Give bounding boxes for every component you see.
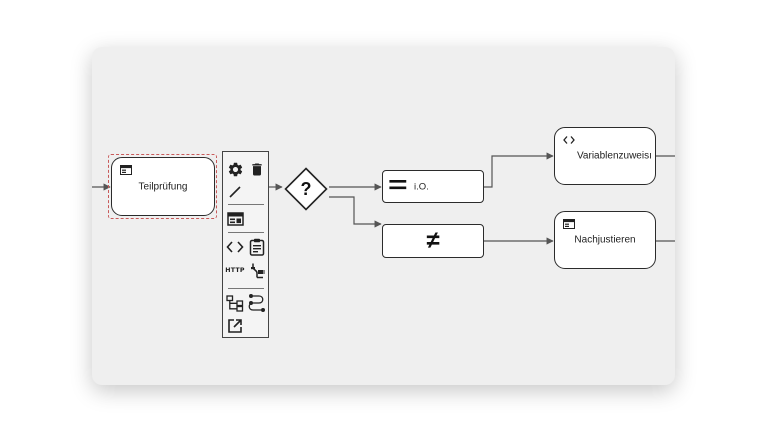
node-label: Variablenzuweisı [577,150,652,162]
trash-icon [252,163,262,175]
window-icon [563,219,575,229]
task-node-nachjustieren[interactable]: Nachjustieren [554,211,656,269]
condition-equal[interactable]: = i.O. [382,170,484,203]
pencil-icon [229,186,241,198]
toolbar-separator [228,232,264,233]
open-link-button[interactable] [225,316,245,336]
code-icon [563,136,575,144]
http-task-button[interactable]: HTTP [224,260,246,280]
window-icon [226,212,244,226]
not-equal-symbol: ≠ [426,227,440,254]
task-node-teilpruefung[interactable]: Teilprüfung [111,157,215,216]
subprocess-button[interactable] [225,293,245,313]
subprocess-icon [226,294,244,312]
selection-frame [108,154,217,219]
flow-icon [248,294,265,312]
assignment-task-button[interactable] [247,237,267,257]
settings-button[interactable] [225,159,245,179]
connection-lines [92,152,675,245]
toolbar-separator [228,204,264,205]
node-label: Teilprüfung [138,181,188,192]
gateway-diamond-icon [284,167,328,211]
gateway[interactable]: ? [284,167,328,211]
equal-symbol: = [388,172,408,199]
plug-icon [250,263,265,278]
user-task-button[interactable] [225,209,245,229]
condition-not-equal[interactable]: ≠ [382,224,484,258]
connect-button[interactable] [225,182,245,202]
condition-label: i.O. [414,181,429,192]
flow-button[interactable] [247,293,267,313]
context-toolbar: HTTP [222,151,269,338]
window-icon [120,165,132,175]
gateway-symbol: ? [300,179,312,199]
external-link-icon [228,319,242,333]
script-task-button[interactable] [225,237,245,257]
toolbar-separator [228,288,264,289]
http-icon: HTTP [225,266,245,274]
code-icon [226,241,244,253]
clipboard-icon [249,238,265,256]
delete-button[interactable] [247,159,267,179]
task-node-variablenzuweisung[interactable]: Variablenzuweisı [554,127,656,185]
process-canvas[interactable]: Teilprüfung [92,47,675,385]
gear-icon [228,162,242,176]
node-label: Nachjustieren [574,234,636,246]
connector-task-button[interactable] [247,260,267,280]
